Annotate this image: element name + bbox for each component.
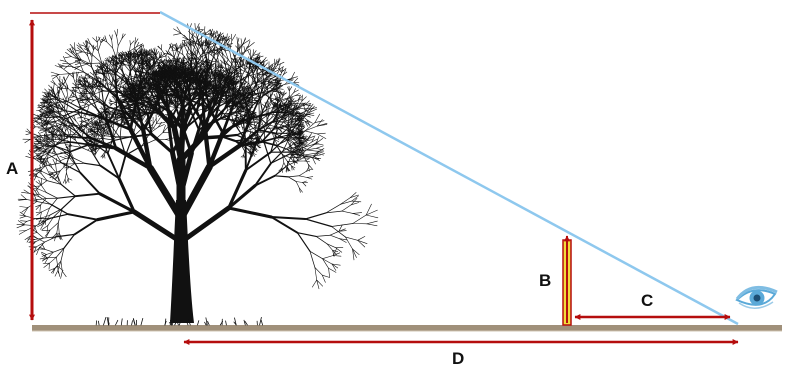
label-c: C <box>641 291 653 310</box>
label-b: B <box>539 271 551 290</box>
label-a: A <box>6 159 18 178</box>
line-of-sight <box>159 10 739 326</box>
ground-line <box>32 325 782 331</box>
eye-icon <box>735 285 778 309</box>
tree-icon <box>16 22 379 326</box>
label-d: D <box>452 349 464 368</box>
